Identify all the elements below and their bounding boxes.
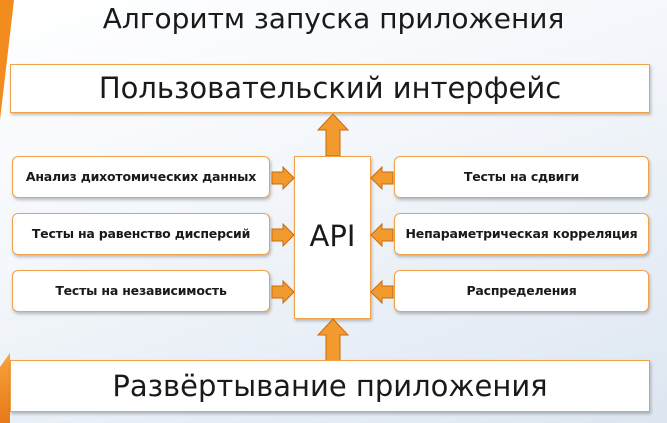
arrow-right-1	[271, 166, 295, 190]
api-box: API	[294, 156, 371, 319]
arrow-left-3	[370, 280, 394, 304]
right-item-nonparam-correlation: Непараметрическая корреляция	[394, 213, 649, 255]
arrow-right-3	[271, 280, 295, 304]
arrow-left-2	[370, 223, 394, 247]
arrow-up-to-ui	[317, 113, 349, 157]
right-item-distributions: Распределения	[394, 270, 649, 312]
left-item-independence: Тесты на независимость	[12, 270, 270, 312]
deployment-box: Развёртывание приложения	[10, 360, 650, 412]
accent-stripe-bottom	[0, 353, 10, 423]
slide-title: Алгоритм запуска приложения	[102, 2, 565, 35]
right-item-shift-tests: Тесты на сдвиги	[394, 156, 649, 198]
arrow-right-2	[271, 223, 295, 247]
arrow-left-1	[370, 166, 394, 190]
left-item-dichotomous: Анализ дихотомических данных	[12, 156, 270, 198]
left-item-variance: Тесты на равенство дисперсий	[12, 213, 270, 255]
arrow-up-from-deployment	[317, 318, 349, 362]
user-interface-box: Пользовательский интерфейс	[10, 64, 650, 113]
